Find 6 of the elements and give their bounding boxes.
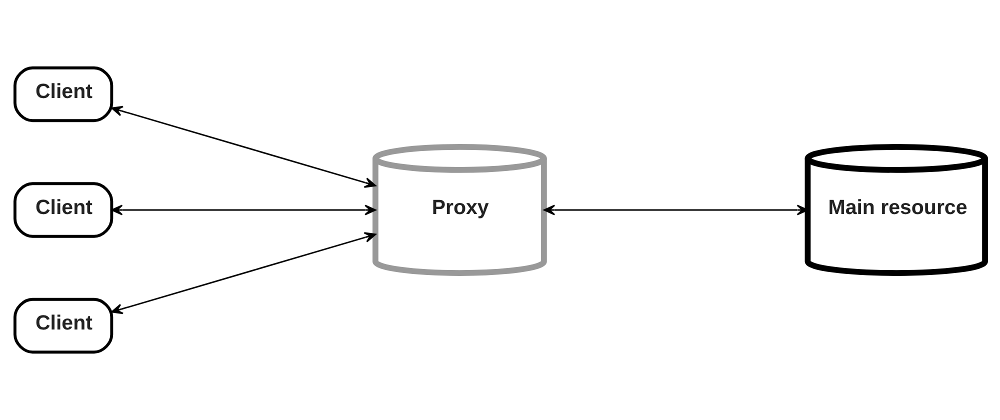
node-box: Client <box>14 66 114 122</box>
node-box: Client <box>14 182 114 238</box>
arrow <box>111 106 376 188</box>
arrow <box>111 232 376 314</box>
node-box: Client <box>14 298 114 354</box>
arrow <box>111 204 376 216</box>
